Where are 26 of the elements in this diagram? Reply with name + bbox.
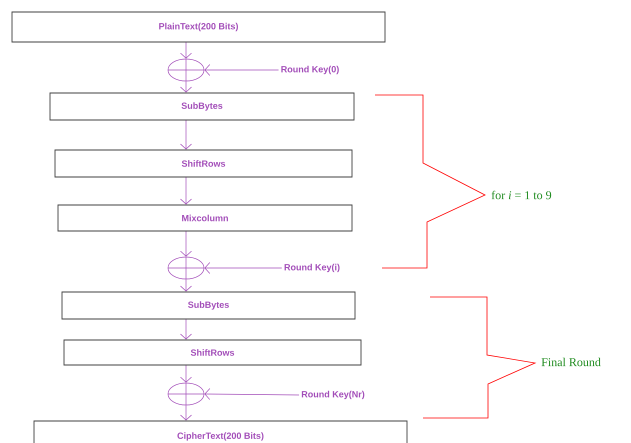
process-box: PlainText(200 Bits)	[12, 12, 386, 42]
arrow	[180, 319, 192, 340]
xor-symbol	[168, 382, 204, 406]
arrow	[204, 388, 300, 400]
arrow	[180, 404, 192, 421]
key-label: Round Key(0)	[281, 66, 339, 74]
process-box: CipherText(200 Bits)	[34, 420, 408, 443]
process-box: Mixcolumn	[58, 204, 352, 232]
xor-symbol	[168, 256, 204, 280]
process-box: ShiftRows	[54, 150, 352, 178]
arrow	[180, 231, 192, 257]
key-label: Round Key(i)	[284, 264, 340, 272]
bracket-label: Final Round	[542, 358, 601, 366]
arrow	[204, 262, 282, 274]
arrow	[180, 120, 192, 150]
arrow	[180, 365, 192, 383]
arrow	[180, 42, 192, 59]
bracket-label: for i = 1 to 9	[492, 190, 552, 200]
xor-symbol	[168, 58, 204, 82]
process-box: SubBytes	[50, 92, 354, 120]
process-box: SubBytes	[62, 292, 356, 320]
process-box: ShiftRows	[64, 340, 362, 366]
arrow	[180, 177, 192, 205]
arrow	[180, 278, 192, 292]
key-label: Round Key(Nr)	[302, 390, 364, 400]
arrow	[204, 64, 279, 76]
